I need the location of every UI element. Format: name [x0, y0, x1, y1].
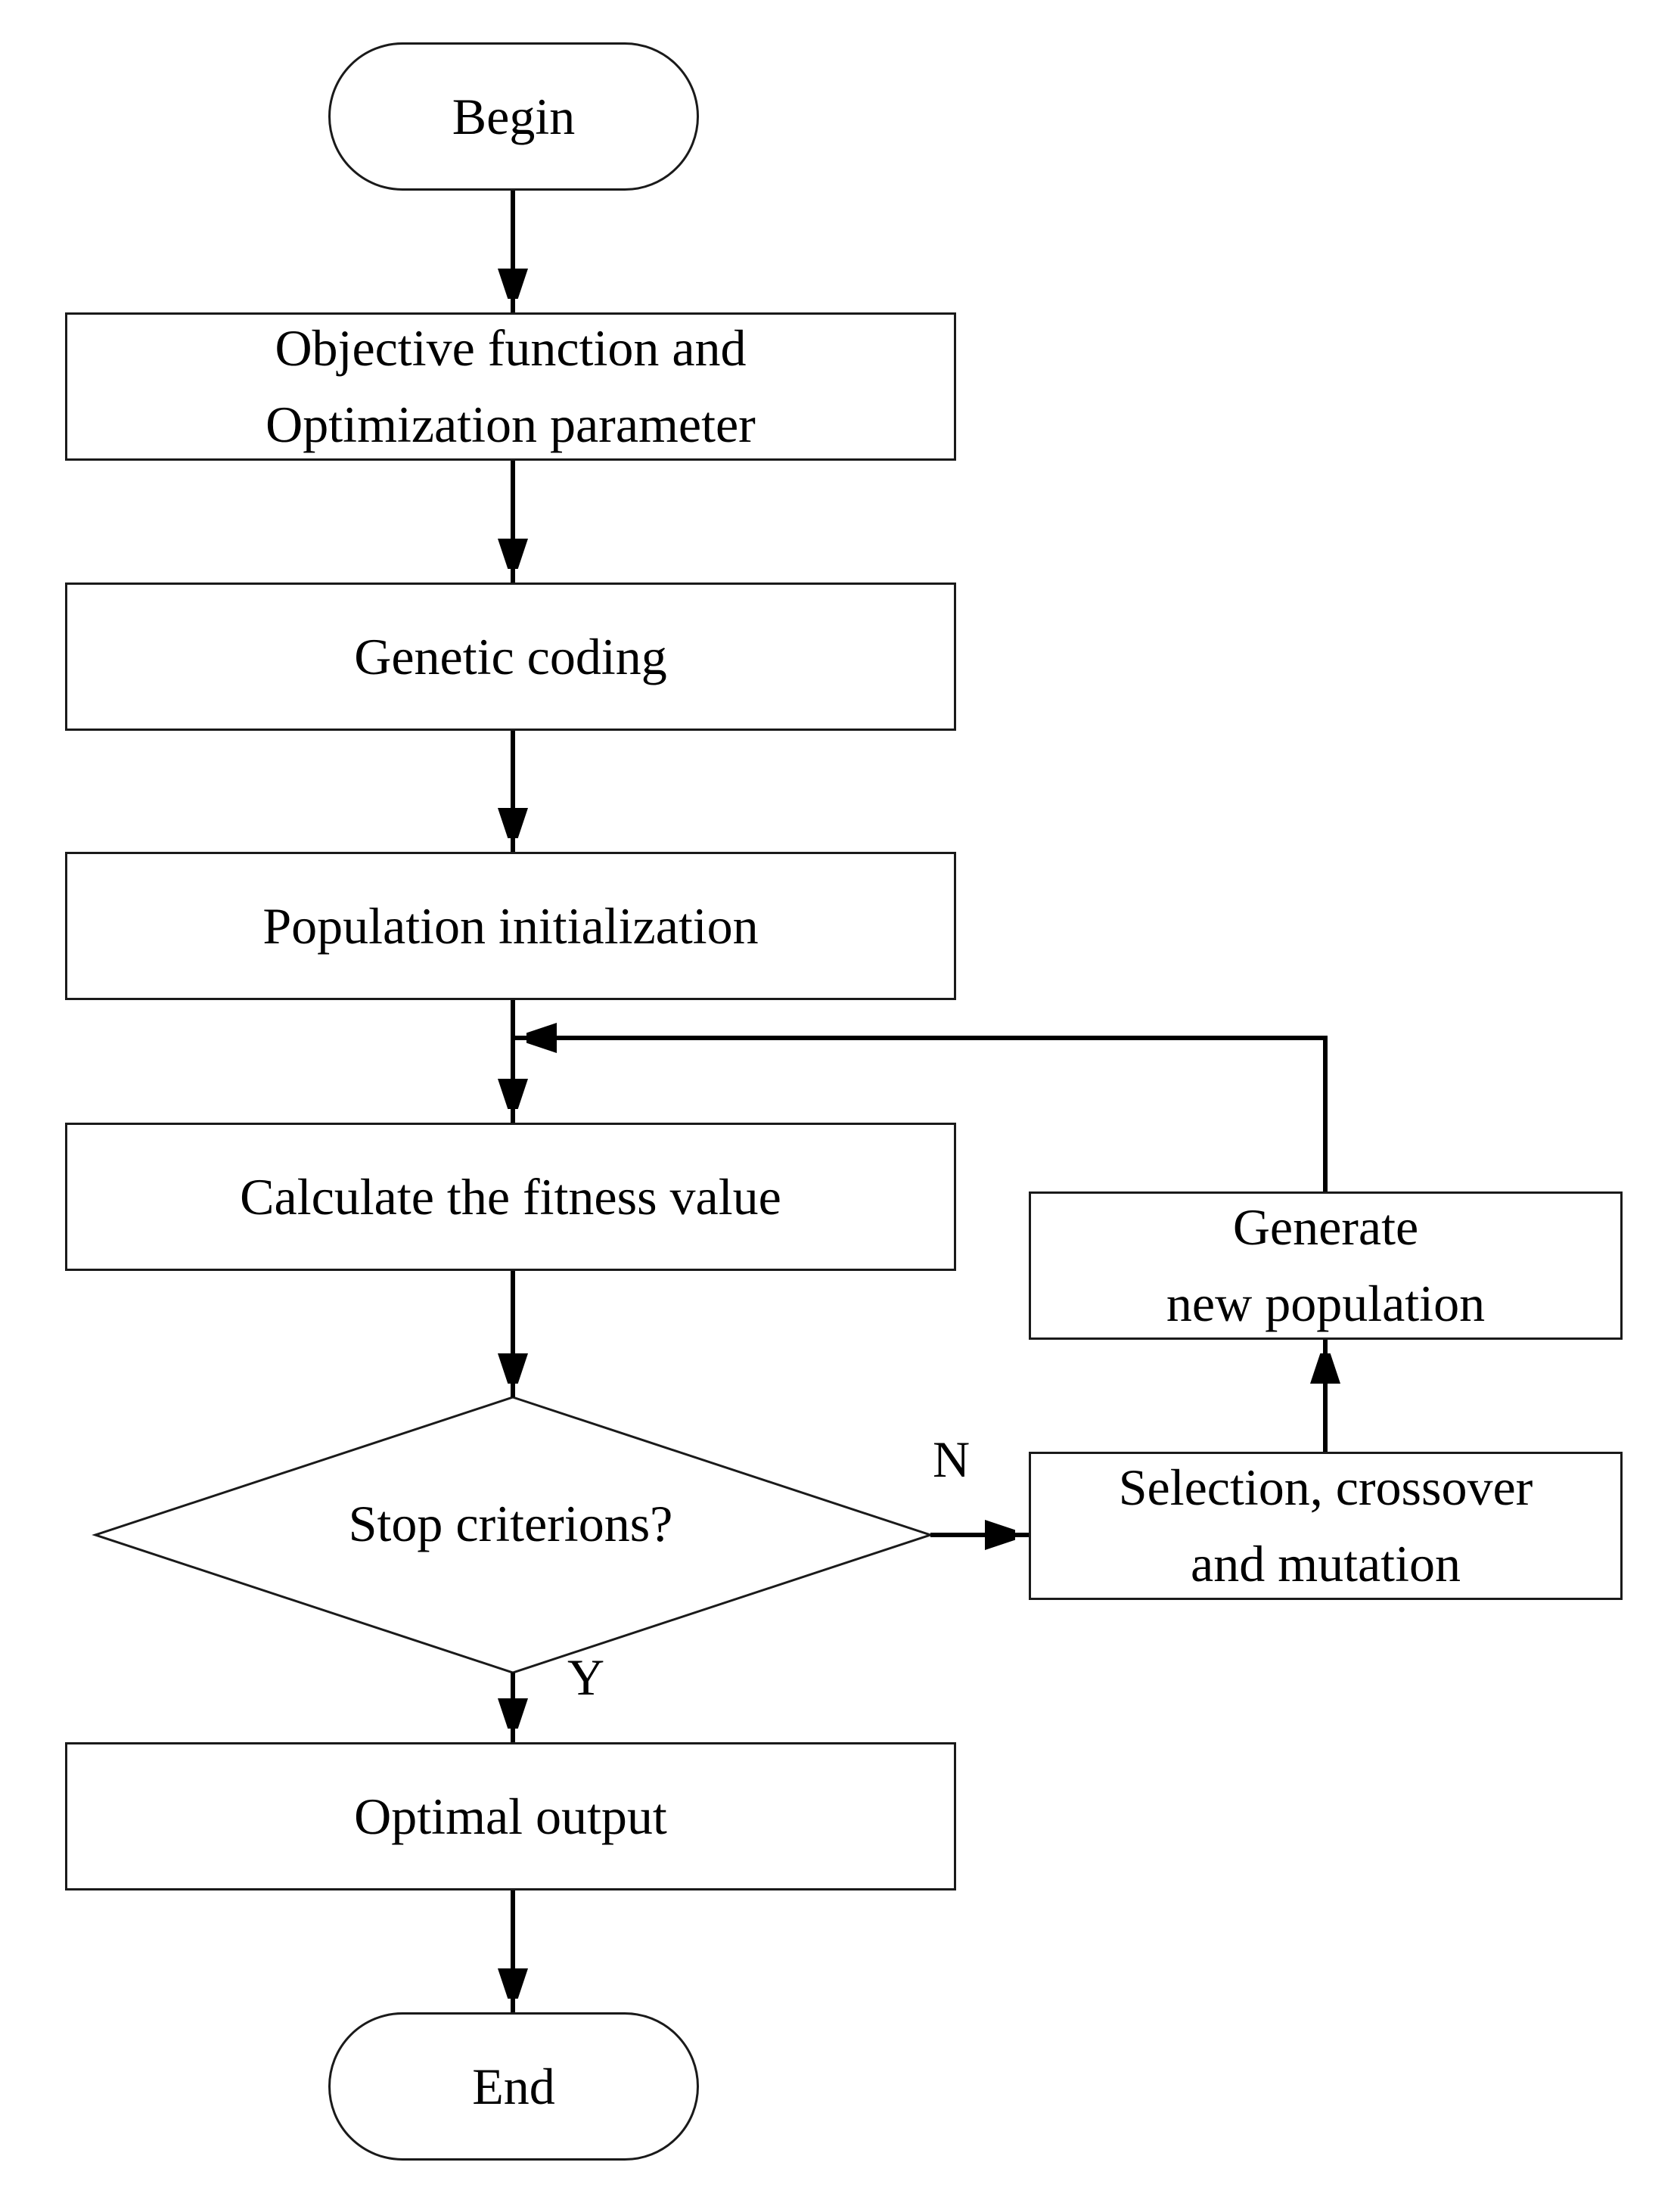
end-label: End: [472, 2057, 555, 2115]
population-initialization-label: Population initialization: [262, 896, 759, 955]
objective-function-box: Objective function and Optimization para…: [65, 312, 956, 461]
fitness-value-label: Calculate the fitness value: [240, 1167, 781, 1226]
objective-label-line-2: Optimization parameter: [266, 396, 756, 453]
end-terminal: End: [328, 2012, 699, 2161]
edge-label-yes: Y: [567, 1648, 605, 1706]
generate-new-population-box: Generate new population: [1029, 1191, 1623, 1340]
genetic-coding-label: Genetic coding: [354, 627, 667, 685]
edge-label-no: N: [933, 1431, 971, 1488]
selection-crossover-mutation-box: Selection, crossover and mutation: [1029, 1452, 1623, 1600]
generate-label-line-1: Generate: [1232, 1198, 1419, 1257]
stop-criterions-label: Stop criterions?: [348, 1495, 673, 1552]
genetic-coding-box: Genetic coding: [65, 583, 956, 731]
arrow-generate-loop-back: [513, 1038, 1328, 1191]
population-initialization-box: Population initialization: [65, 852, 956, 1000]
begin-terminal: Begin: [328, 42, 699, 191]
optimal-output-label: Optimal output: [354, 1787, 667, 1845]
selection-label-line-1: Selection, crossover: [1118, 1459, 1533, 1517]
optimal-output-box: Optimal output: [65, 1742, 956, 1890]
selection-label-line-2: and mutation: [1191, 1535, 1461, 1592]
fitness-value-box: Calculate the fitness value: [65, 1123, 956, 1271]
begin-label: Begin: [452, 87, 576, 145]
objective-label-line-1: Objective function and: [275, 319, 747, 377]
generate-label-line-2: new population: [1166, 1275, 1486, 1332]
